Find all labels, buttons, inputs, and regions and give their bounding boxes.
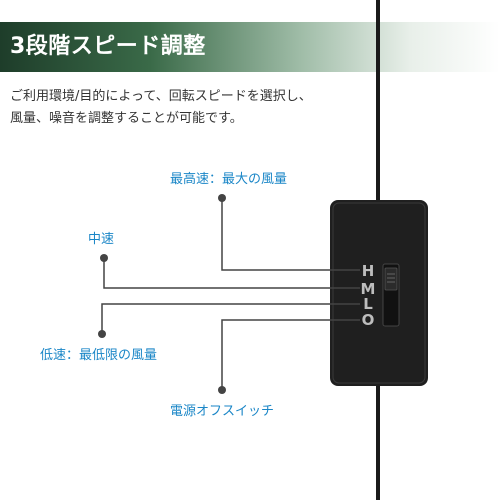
description: ご利用環境/目的によって、回転スピードを選択し、 風量、噪音を調整することが可能…	[10, 86, 370, 130]
dot-low	[98, 330, 106, 338]
switch-body	[330, 200, 428, 386]
dot-off	[218, 386, 226, 394]
dot-mid	[100, 254, 108, 262]
leader-high	[221, 198, 360, 271]
label-off: 電源オフスイッチ	[170, 404, 275, 419]
description-line: ご利用環境/目的によって、回転スピードを選択し、	[10, 89, 312, 104]
leader-low	[101, 303, 360, 334]
switch-mark-h: H	[362, 262, 375, 280]
switch-mark-m: M	[361, 280, 376, 298]
slider-knob	[384, 267, 398, 291]
description-line: 風量、噪音を調整することが可能です。	[10, 111, 243, 126]
switch-mark-l: L	[363, 295, 373, 313]
leader-off	[221, 319, 360, 390]
switch-mark-o: O	[362, 311, 375, 329]
label-mid: 中速	[88, 232, 115, 247]
leader-mid	[103, 258, 360, 289]
label-high: 最高速：最大の風量	[170, 172, 288, 187]
page-title: 3段階スピード調整	[10, 34, 206, 59]
switch-body-highlight	[332, 202, 426, 384]
label-low: 低速：最低限の風量	[40, 348, 158, 363]
dot-high	[218, 194, 226, 202]
title-banner	[0, 22, 500, 72]
